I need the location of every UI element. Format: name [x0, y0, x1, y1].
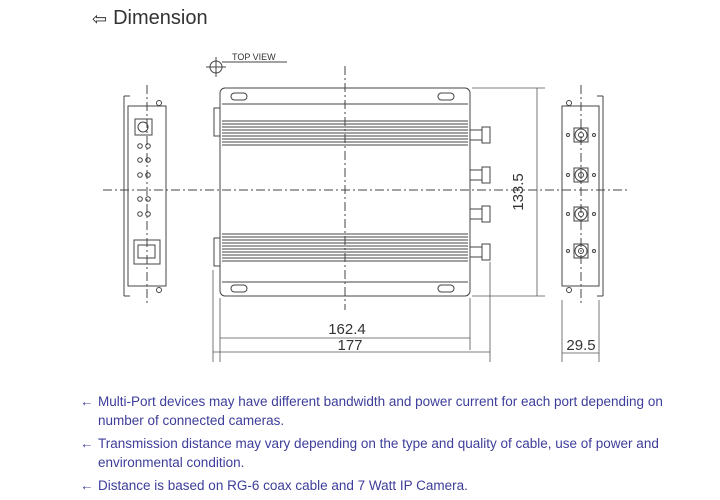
led-indicators — [137, 143, 151, 217]
note-text: Distance is based on RG-6 coax cable and… — [98, 478, 468, 493]
note-text: Transmission distance may vary depending… — [98, 436, 659, 470]
note-item: ← Transmission distance may vary dependi… — [80, 434, 700, 472]
note-item: ← Distance is based on RG-6 coax cable a… — [80, 476, 700, 495]
dim-width-inner-label: 162.4 — [328, 321, 366, 338]
dimension-lines — [212, 87, 600, 362]
left-side-view — [123, 95, 167, 297]
top-view-label: TOP VIEW — [232, 52, 276, 62]
top-view-marker: TOP VIEW — [206, 52, 287, 77]
dimension-drawing: TOP VIEW — [103, 52, 630, 362]
page-title: Dimension — [113, 7, 208, 29]
note-bullet: ← — [80, 394, 94, 409]
bnc-tabs — [469, 126, 491, 261]
dim-height-label: 133.5 — [510, 173, 527, 211]
top-view-body — [213, 87, 491, 297]
arrow-left-icon: ⇦ — [92, 8, 108, 29]
dim-width-outer-label: 177 — [337, 337, 362, 354]
note-text: Multi-Port devices may have different ba… — [98, 394, 663, 428]
note-bullet: ← — [80, 478, 94, 493]
center-lines — [103, 66, 630, 310]
note-item: ← Multi-Port devices may have different … — [80, 392, 700, 430]
right-side-view — [561, 95, 604, 297]
note-bullet: ← — [80, 436, 94, 451]
notes-list: ← Multi-Port devices may have different … — [80, 392, 700, 499]
dim-depth-label: 29.5 — [566, 337, 595, 354]
section-header: ⇦ Dimension — [92, 7, 208, 30]
